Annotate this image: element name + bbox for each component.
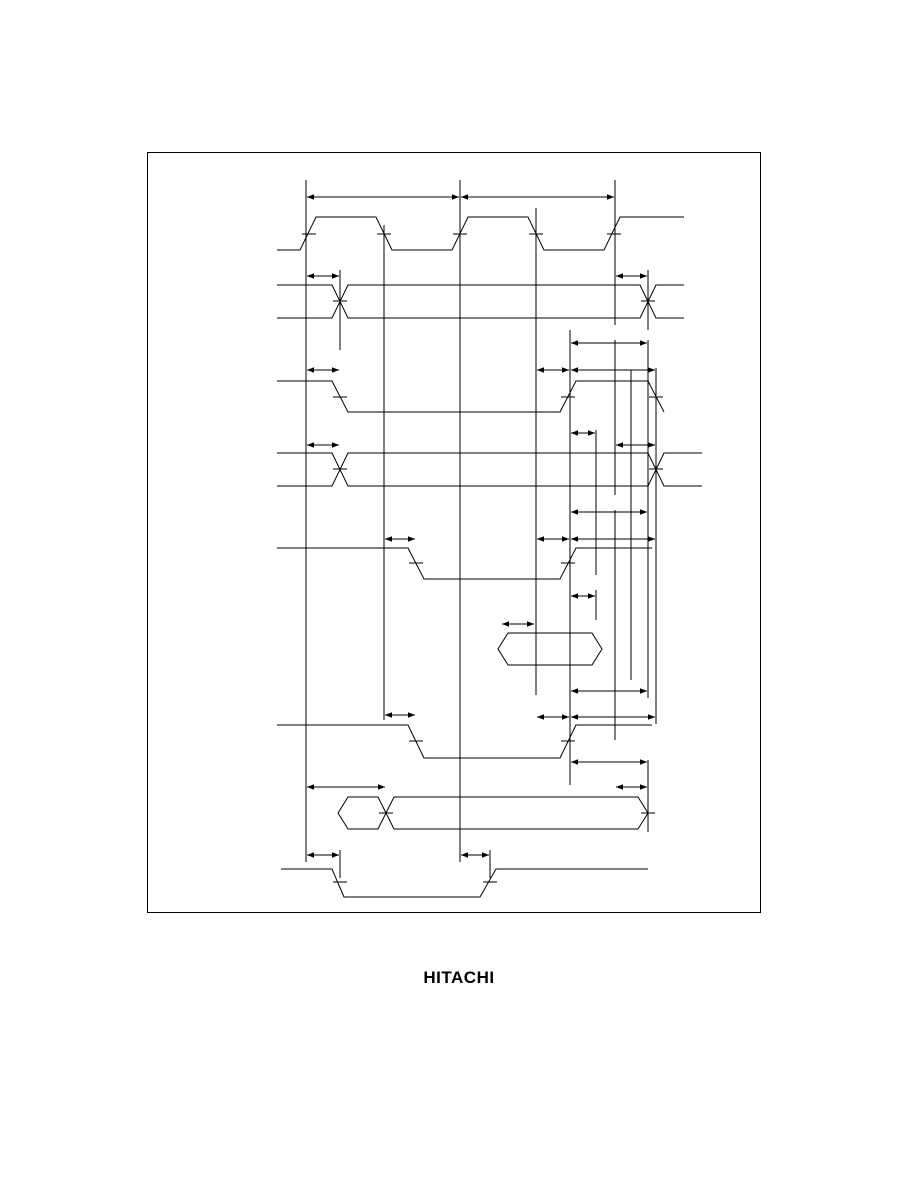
reference-lines (305, 180, 657, 878)
strobe-5-arrows (385, 509, 655, 599)
strobe-7-arrows (385, 688, 655, 765)
hitachi-logo: HITACHI (423, 968, 495, 987)
signal-3-arrows (307, 340, 655, 436)
address-bus-waveform (277, 284, 684, 319)
strobe-5-waveform (277, 547, 652, 580)
signal-3-waveform (277, 380, 665, 413)
timing-diagram-frame (147, 152, 761, 913)
bus-4-waveform (277, 452, 702, 487)
strobe-7-waveform (277, 724, 652, 759)
read-data-window (497, 632, 603, 666)
clock-waveform (277, 216, 684, 251)
bottom-signal-waveform (281, 868, 648, 898)
